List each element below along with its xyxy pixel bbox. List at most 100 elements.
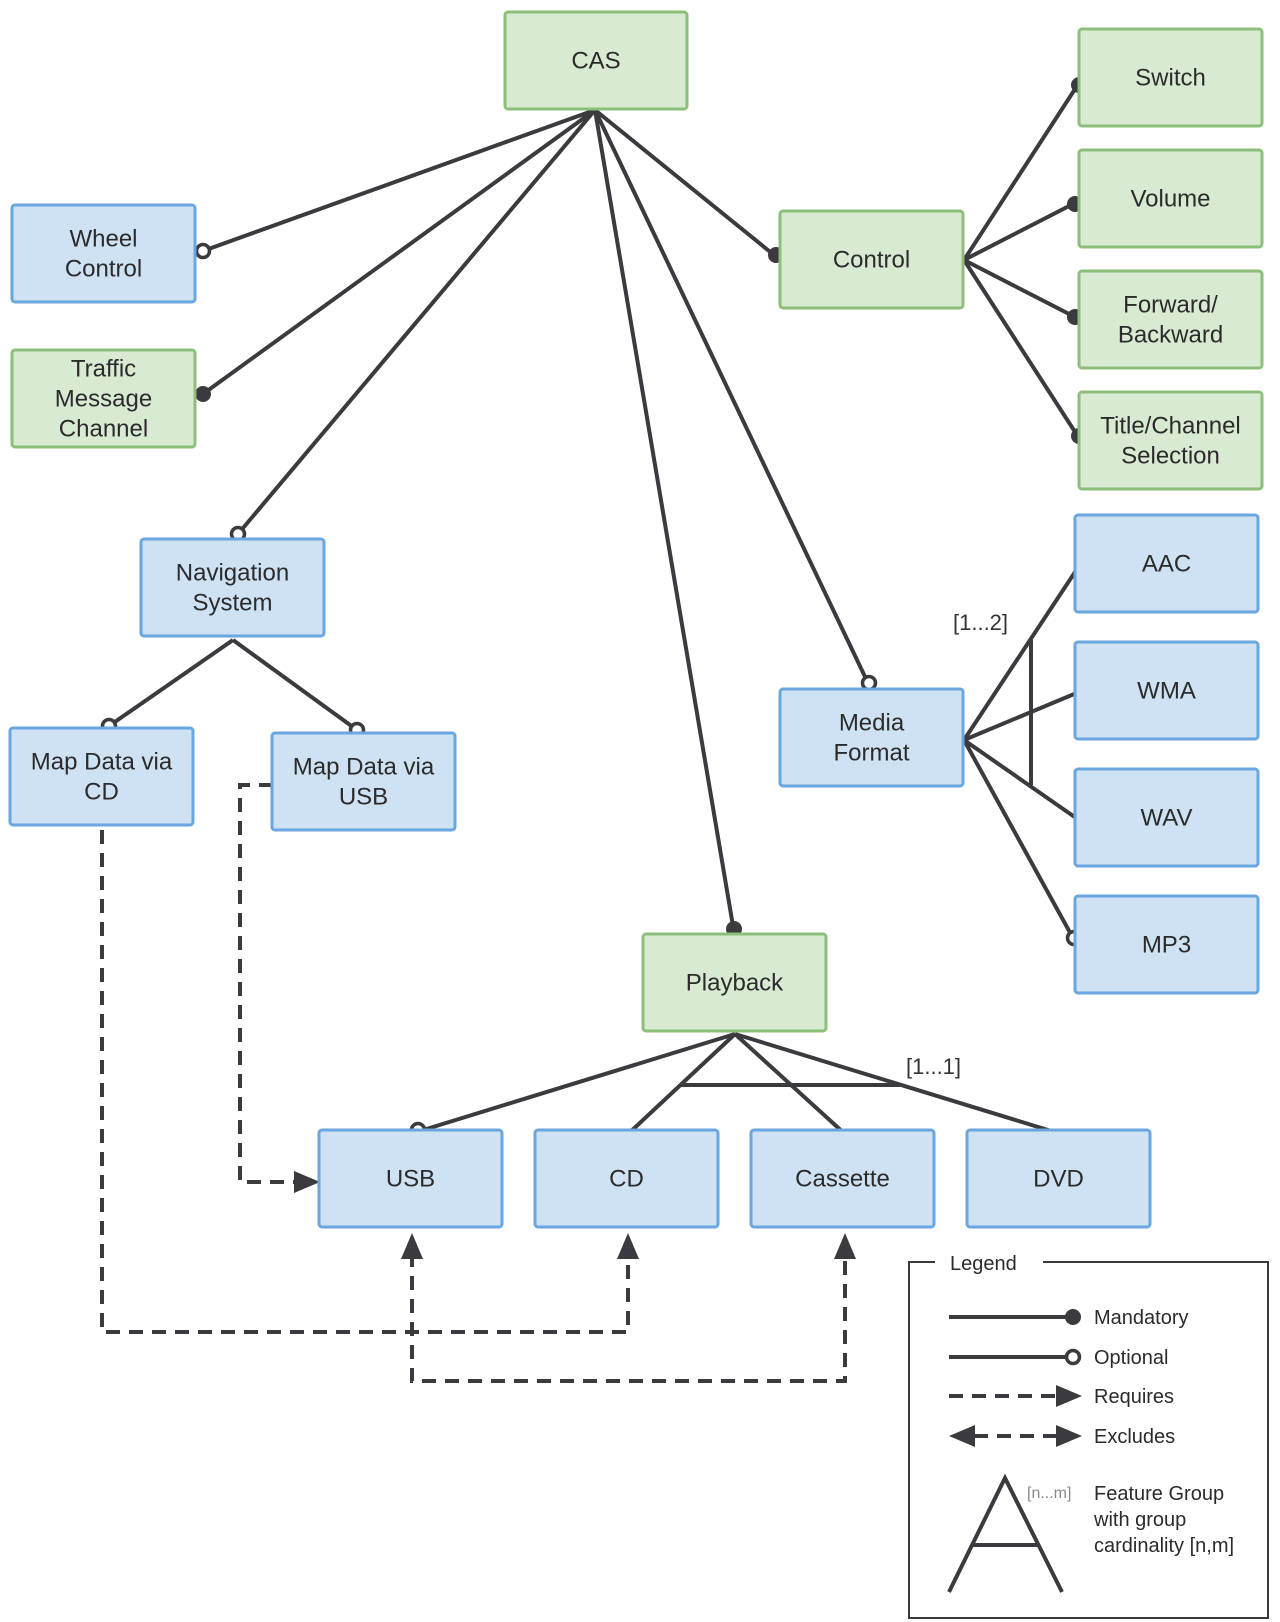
legend-group-line-3: cardinality [n,m]	[1094, 1535, 1234, 1557]
edge-cas-control	[593, 108, 776, 257]
feature-box-playback	[641, 932, 828, 1033]
feature-label-wheel-0: Wheel	[69, 226, 137, 253]
feature-label-mp3-0: MP3	[1142, 932, 1191, 959]
feature-node-usb: USB	[317, 1128, 504, 1229]
edge-media-aac	[962, 564, 1081, 742]
feature-label-mapusb-1: USB	[339, 784, 388, 811]
cardinality-playback: [1...1]	[906, 1054, 961, 1079]
legend-optional-label: Optional	[1094, 1347, 1169, 1369]
edges-layer	[100, 77, 1087, 1383]
feature-box-usb	[317, 1128, 504, 1229]
feature-label-wheel-1: Control	[65, 256, 142, 283]
feature-label-control-0: Control	[833, 247, 910, 274]
feature-node-volume: Volume	[1077, 148, 1264, 249]
feature-node-wma: WMA	[1073, 640, 1260, 741]
arrowhead-cassette-up	[834, 1233, 856, 1259]
feature-label-mapusb-0: Map Data via	[293, 754, 435, 781]
feature-box-control	[778, 209, 965, 310]
feature-box-mp3	[1073, 894, 1260, 995]
feature-node-wav: WAV	[1073, 767, 1260, 868]
feature-box-nav	[139, 537, 326, 638]
feature-label-traffic-0: Traffic	[71, 356, 136, 383]
legend-excludes-arrow-right	[1056, 1425, 1082, 1447]
feature-box-wav	[1073, 767, 1260, 868]
legend-optional-dot	[1064, 1348, 1082, 1366]
edge-playback-usb	[419, 1032, 736, 1133]
edge-cas-media	[593, 109, 870, 684]
legend-requires-arrow	[1056, 1385, 1082, 1407]
feature-box-fwd	[1077, 269, 1264, 370]
feature-box-title	[1077, 390, 1264, 491]
feature-node-aac: AAC	[1073, 513, 1260, 614]
legend-group-line-2: with group	[1093, 1509, 1186, 1531]
feature-label-nav-1: System	[192, 590, 272, 617]
legend-frame	[908, 1261, 1269, 1619]
feature-label-switch-0: Switch	[1135, 65, 1206, 92]
feature-box-wheel	[10, 203, 197, 304]
edge-cas-nav	[236, 108, 597, 536]
feature-box-traffic	[10, 348, 197, 449]
mandatory-marker-traffic	[195, 386, 211, 402]
arrowhead-usb-left	[294, 1171, 320, 1193]
feature-label-wav-0: WAV	[1141, 805, 1193, 832]
edge-cas-playback	[593, 109, 735, 927]
edge-media-wma	[963, 690, 1080, 742]
feature-label-volume-0: Volume	[1130, 186, 1210, 213]
feature-box-wma	[1073, 640, 1260, 741]
edge-media-wav	[962, 738, 1081, 822]
feature-node-playback: Playback	[641, 932, 828, 1033]
feature-label-wma-0: WMA	[1137, 678, 1196, 705]
feature-box-mapcd	[8, 726, 195, 827]
feature-box-aac	[1073, 513, 1260, 614]
feature-node-cas: CAS	[503, 10, 689, 111]
optional-marker-wheel	[194, 242, 212, 260]
feature-label-mapcd-0: Map Data via	[31, 749, 173, 776]
feature-box-mapusb	[270, 731, 457, 832]
arrowhead-usb-up	[401, 1233, 423, 1259]
feature-label-aac-0: AAC	[1142, 551, 1191, 578]
feature-label-nav-0: Navigation	[176, 560, 289, 587]
legend: Legend Mandatory Optional Requires Exclu…	[908, 1250, 1269, 1619]
feature-box-switch	[1077, 27, 1264, 128]
feature-label-usb-0: USB	[386, 1166, 435, 1193]
edge-media-mp3	[962, 739, 1075, 939]
feature-node-dvd: DVD	[965, 1128, 1152, 1229]
feature-box-cassette	[749, 1128, 936, 1229]
feature-node-fwd: Forward/Backward	[1077, 269, 1264, 370]
edge-control-fwd	[963, 258, 1074, 318]
legend-title-bg	[935, 1250, 1043, 1274]
feature-label-traffic-2: Channel	[59, 416, 148, 443]
edge-cas-traffic	[201, 108, 597, 396]
edge-nav-mapcd	[107, 638, 235, 728]
feature-box-volume	[1077, 148, 1264, 249]
feature-label-cd-0: CD	[609, 1166, 644, 1193]
feature-box-cas	[503, 10, 689, 111]
legend-group-symbol	[947, 1473, 1064, 1593]
feature-node-control: Control	[778, 209, 965, 310]
feature-label-mapcd-1: CD	[84, 779, 119, 806]
legend-title: Legend	[950, 1253, 1017, 1275]
feature-label-playback-0: Playback	[686, 970, 784, 997]
arrowhead-cd-up	[617, 1233, 639, 1259]
legend-group-marker: [n...m]	[1027, 1485, 1071, 1502]
feature-node-mp3: MP3	[1073, 894, 1260, 995]
feature-node-switch: Switch	[1077, 27, 1264, 128]
feature-label-cas-0: CAS	[571, 48, 620, 75]
constraint-mapcd-requires-cd	[100, 830, 630, 1334]
legend-excludes-arrow-left	[949, 1425, 975, 1447]
cardinality-media: [1...2]	[953, 610, 1008, 635]
feature-label-media-0: Media	[839, 710, 905, 737]
legend-mandatory-dot	[1065, 1309, 1081, 1325]
feature-node-cd: CD	[533, 1128, 720, 1229]
feature-label-traffic-1: Message	[55, 386, 152, 413]
legend-requires-label: Requires	[1094, 1386, 1174, 1408]
edge-cas-wheel	[202, 108, 596, 253]
edge-nav-mapusb	[231, 638, 359, 732]
